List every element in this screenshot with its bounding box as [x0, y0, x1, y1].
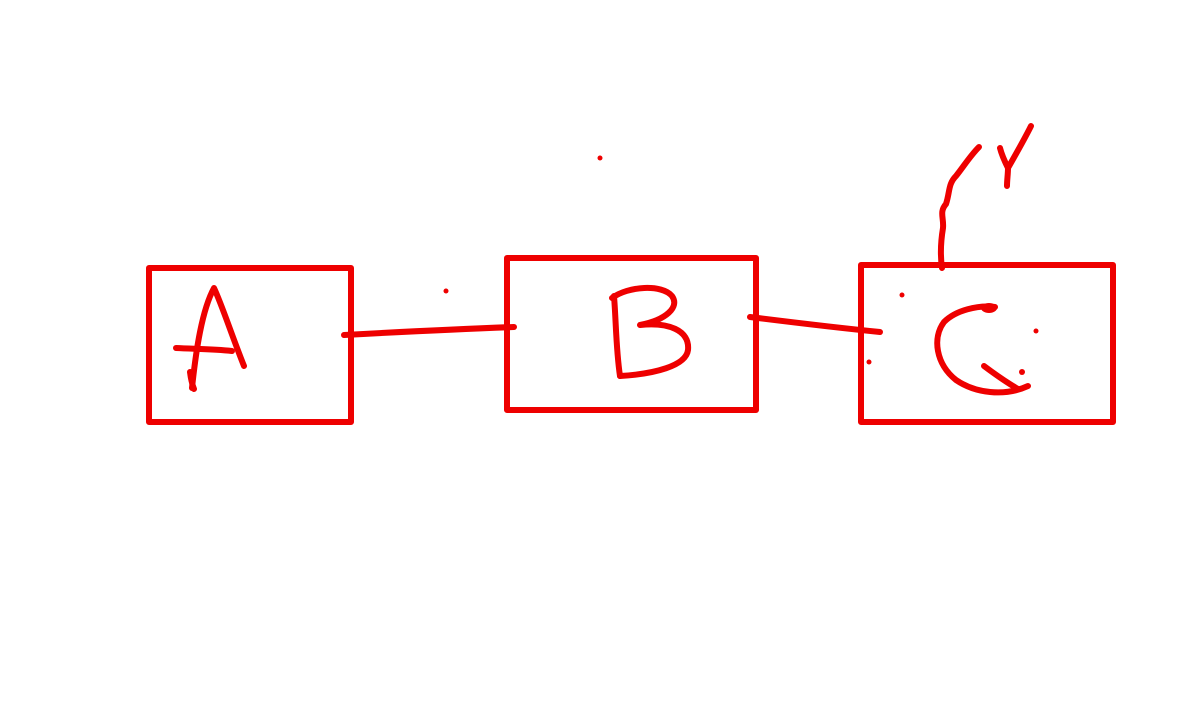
node-c-label: C [985, 344, 986, 346]
node-c-box [858, 262, 1116, 425]
annotation-letter-y [997, 123, 1034, 189]
annotation-y: Y [937, 123, 1034, 271]
stray-marks [443, 155, 1039, 375]
node-b: B [504, 255, 759, 413]
edge-b-c [747, 314, 883, 335]
node-b-letter [609, 284, 692, 379]
node-a-label: A [250, 343, 251, 346]
node-a: A [146, 265, 354, 425]
edge-a-b [341, 324, 517, 338]
annotation-connector [937, 144, 982, 271]
annotation-label: Y [1010, 149, 1011, 151]
node-c: C [858, 262, 1116, 425]
node-b-box [504, 255, 759, 413]
node-a-box [146, 265, 354, 425]
node-a-letter [173, 285, 247, 392]
node-b-label: B [630, 334, 631, 336]
node-c-letter [934, 303, 1031, 396]
